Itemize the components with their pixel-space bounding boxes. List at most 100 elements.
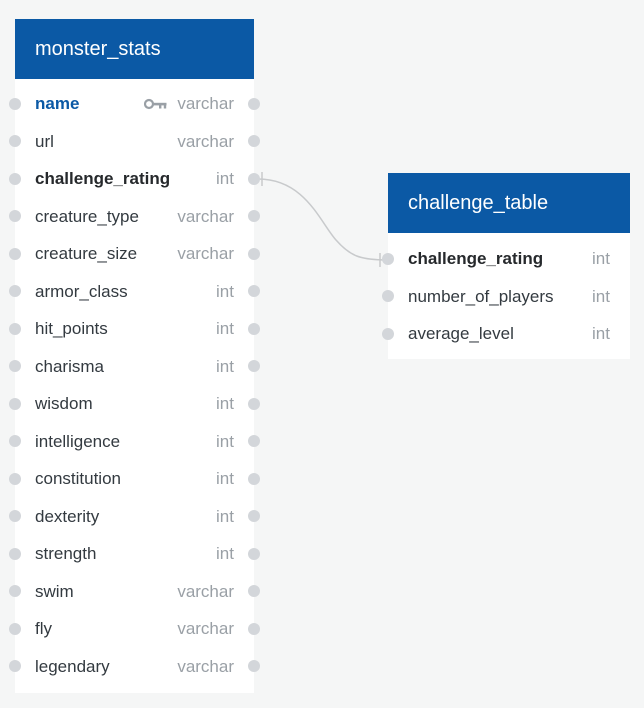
column-type: varchar (177, 94, 234, 113)
connector-dot-left[interactable] (9, 285, 21, 298)
column-type: int (216, 394, 234, 413)
connector-dot-left[interactable] (382, 290, 394, 303)
column-name: creature_type (35, 206, 139, 226)
connector-dot-left[interactable] (9, 172, 21, 185)
column-type: varchar (177, 581, 234, 601)
column-name: intelligence (35, 431, 121, 451)
connector-dot-left[interactable] (9, 510, 21, 523)
table-row[interactable]: wisdom int (9, 385, 260, 423)
connector-dot-left[interactable] (9, 622, 21, 635)
connector-dot-right[interactable] (248, 435, 260, 448)
column-type: int (592, 249, 610, 268)
connector-dot-left[interactable] (9, 660, 21, 673)
connector-dot-left[interactable] (382, 327, 394, 340)
table-row[interactable]: intelligence int (9, 423, 260, 461)
connector-dot-right[interactable] (248, 360, 260, 373)
column-name: creature_size (35, 244, 138, 263)
table-row[interactable]: constitution int (9, 460, 260, 498)
column-name: url (35, 131, 54, 151)
column-name: name (35, 94, 80, 113)
column-type: varchar (177, 244, 234, 263)
connector-dot-left[interactable] (9, 585, 21, 598)
table-row[interactable]: average_level int (382, 315, 630, 353)
column-name: charisma (35, 356, 104, 376)
table-title[interactable]: challenge_table (388, 173, 630, 233)
table-title[interactable]: monster_stats (15, 19, 254, 79)
connector-dot-left[interactable] (9, 397, 21, 410)
column-name: dexterity (35, 506, 100, 526)
column-type: int (216, 356, 234, 376)
connector-dot-left[interactable] (9, 97, 21, 110)
column-type: int (216, 281, 234, 301)
connector-dot-right[interactable] (248, 622, 260, 635)
key-icon (144, 98, 167, 110)
column-type: varchar (177, 131, 234, 151)
column-type: int (216, 431, 234, 451)
column-name: average_level (408, 324, 514, 343)
column-name: swim (35, 581, 74, 601)
connector-dot-right[interactable] (248, 510, 260, 523)
column-name: fly (35, 619, 52, 638)
column-type: int (216, 169, 234, 188)
table-monster-stats[interactable]: monster_stats name varchar url varchar chall… (9, 19, 260, 693)
table-row[interactable]: hit_points int (9, 310, 260, 348)
column-type: int (592, 324, 610, 343)
connector-dot-right[interactable] (248, 472, 260, 485)
connector-dot-right[interactable] (248, 210, 260, 223)
column-type: varchar (177, 206, 234, 226)
table-row[interactable]: creature_size varchar (9, 235, 260, 273)
column-type: int (216, 469, 234, 488)
connector-dot-right[interactable] (248, 285, 260, 298)
table-row[interactable]: fly varchar (9, 610, 260, 648)
table-row[interactable]: armor_class int (9, 273, 260, 311)
connector-dot-left[interactable] (9, 547, 21, 560)
connector-dot-left[interactable] (9, 322, 21, 335)
connector-dot-right[interactable] (248, 97, 260, 110)
column-type: int (592, 286, 610, 306)
connector-dot-right[interactable] (248, 135, 260, 148)
connector-dot-right[interactable] (248, 397, 260, 410)
connector-dot-right[interactable] (248, 322, 260, 335)
column-name: legendary (35, 656, 110, 676)
column-name: armor_class (35, 281, 128, 301)
column-name: number_of_players (408, 286, 554, 306)
connector-dot-left[interactable] (9, 135, 21, 148)
column-name: challenge_rating (408, 249, 544, 268)
column-name: strength (35, 544, 97, 563)
column-type: int (216, 506, 234, 526)
table-row[interactable]: legendary varchar (9, 648, 260, 686)
table-row[interactable]: challenge_rating int (382, 240, 630, 278)
table-row[interactable]: charisma int (9, 348, 260, 386)
column-name: hit_points (35, 319, 108, 338)
column-type: int (216, 544, 234, 563)
column-name: challenge_rating (35, 169, 171, 188)
column-type: varchar (177, 656, 234, 676)
connector-dot-left[interactable] (9, 360, 21, 373)
connector-dot-right[interactable] (248, 247, 260, 260)
connector-dot-right[interactable] (248, 547, 260, 560)
column-name: wisdom (35, 394, 93, 413)
table-row[interactable]: url varchar (9, 123, 260, 161)
table-row[interactable]: dexterity int (9, 498, 260, 536)
table-row[interactable]: creature_type varchar (9, 198, 260, 236)
table-row[interactable]: swim varchar (9, 573, 260, 611)
table-row[interactable]: challenge_rating int (9, 160, 260, 198)
table-row[interactable]: name varchar (9, 85, 260, 123)
column-type: int (216, 319, 234, 338)
column-type: varchar (177, 619, 234, 638)
connector-dot-right[interactable] (248, 585, 260, 598)
connector-dot-left[interactable] (9, 472, 21, 485)
connector-dot-right[interactable] (248, 660, 260, 673)
connector-dot-left[interactable] (9, 247, 21, 260)
column-name: constitution (35, 469, 121, 488)
connector-dot-left[interactable] (9, 210, 21, 223)
connector-dot-left[interactable] (9, 435, 21, 448)
table-row[interactable]: strength int (9, 535, 260, 573)
connector-dot-left[interactable] (382, 252, 394, 265)
connector-dot-right[interactable] (248, 172, 260, 185)
table-row[interactable]: number_of_players int (382, 278, 630, 316)
